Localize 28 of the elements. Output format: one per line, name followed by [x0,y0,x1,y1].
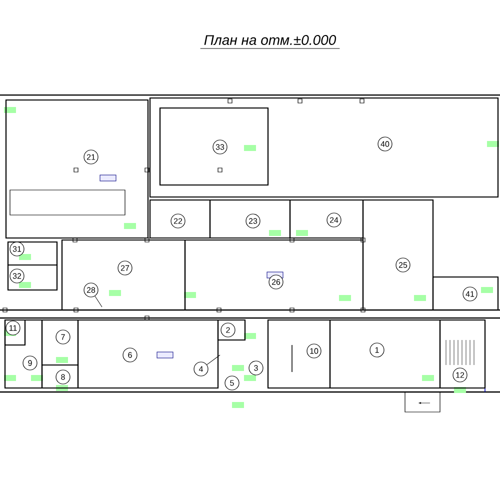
room-number: 7 [56,330,70,344]
room-number: 6 [122,348,138,362]
room-number: 21 [84,150,98,164]
room-number: 11 [6,320,20,336]
room-number: 27 [118,260,132,276]
room-number: 32 [10,268,24,284]
room-number: 8 [56,370,70,384]
leader-line [206,354,220,365]
room-number: 40 [378,136,392,152]
room-number: 26 [268,274,284,290]
room-number: 31 [10,242,24,256]
room-number: 12 [452,368,468,382]
room-number: 33 [212,140,228,154]
room-number: 28 [84,282,98,298]
leader-line [94,296,102,308]
room-number: 41 [462,286,478,302]
room-number: 24 [326,212,342,228]
room-number: 3 [248,360,264,376]
room-number: 9 [22,356,38,370]
room-number: 1 [370,342,384,358]
room-number: 22 [170,214,186,228]
room-number: 5 [224,376,240,390]
room-number: 25 [396,258,410,272]
title: План на отм.±0.000 [204,35,336,45]
room-number: 10 [306,344,322,358]
room-number: 23 [246,214,260,228]
room-number: 4 [194,362,208,376]
room-number: 2 [220,322,236,338]
